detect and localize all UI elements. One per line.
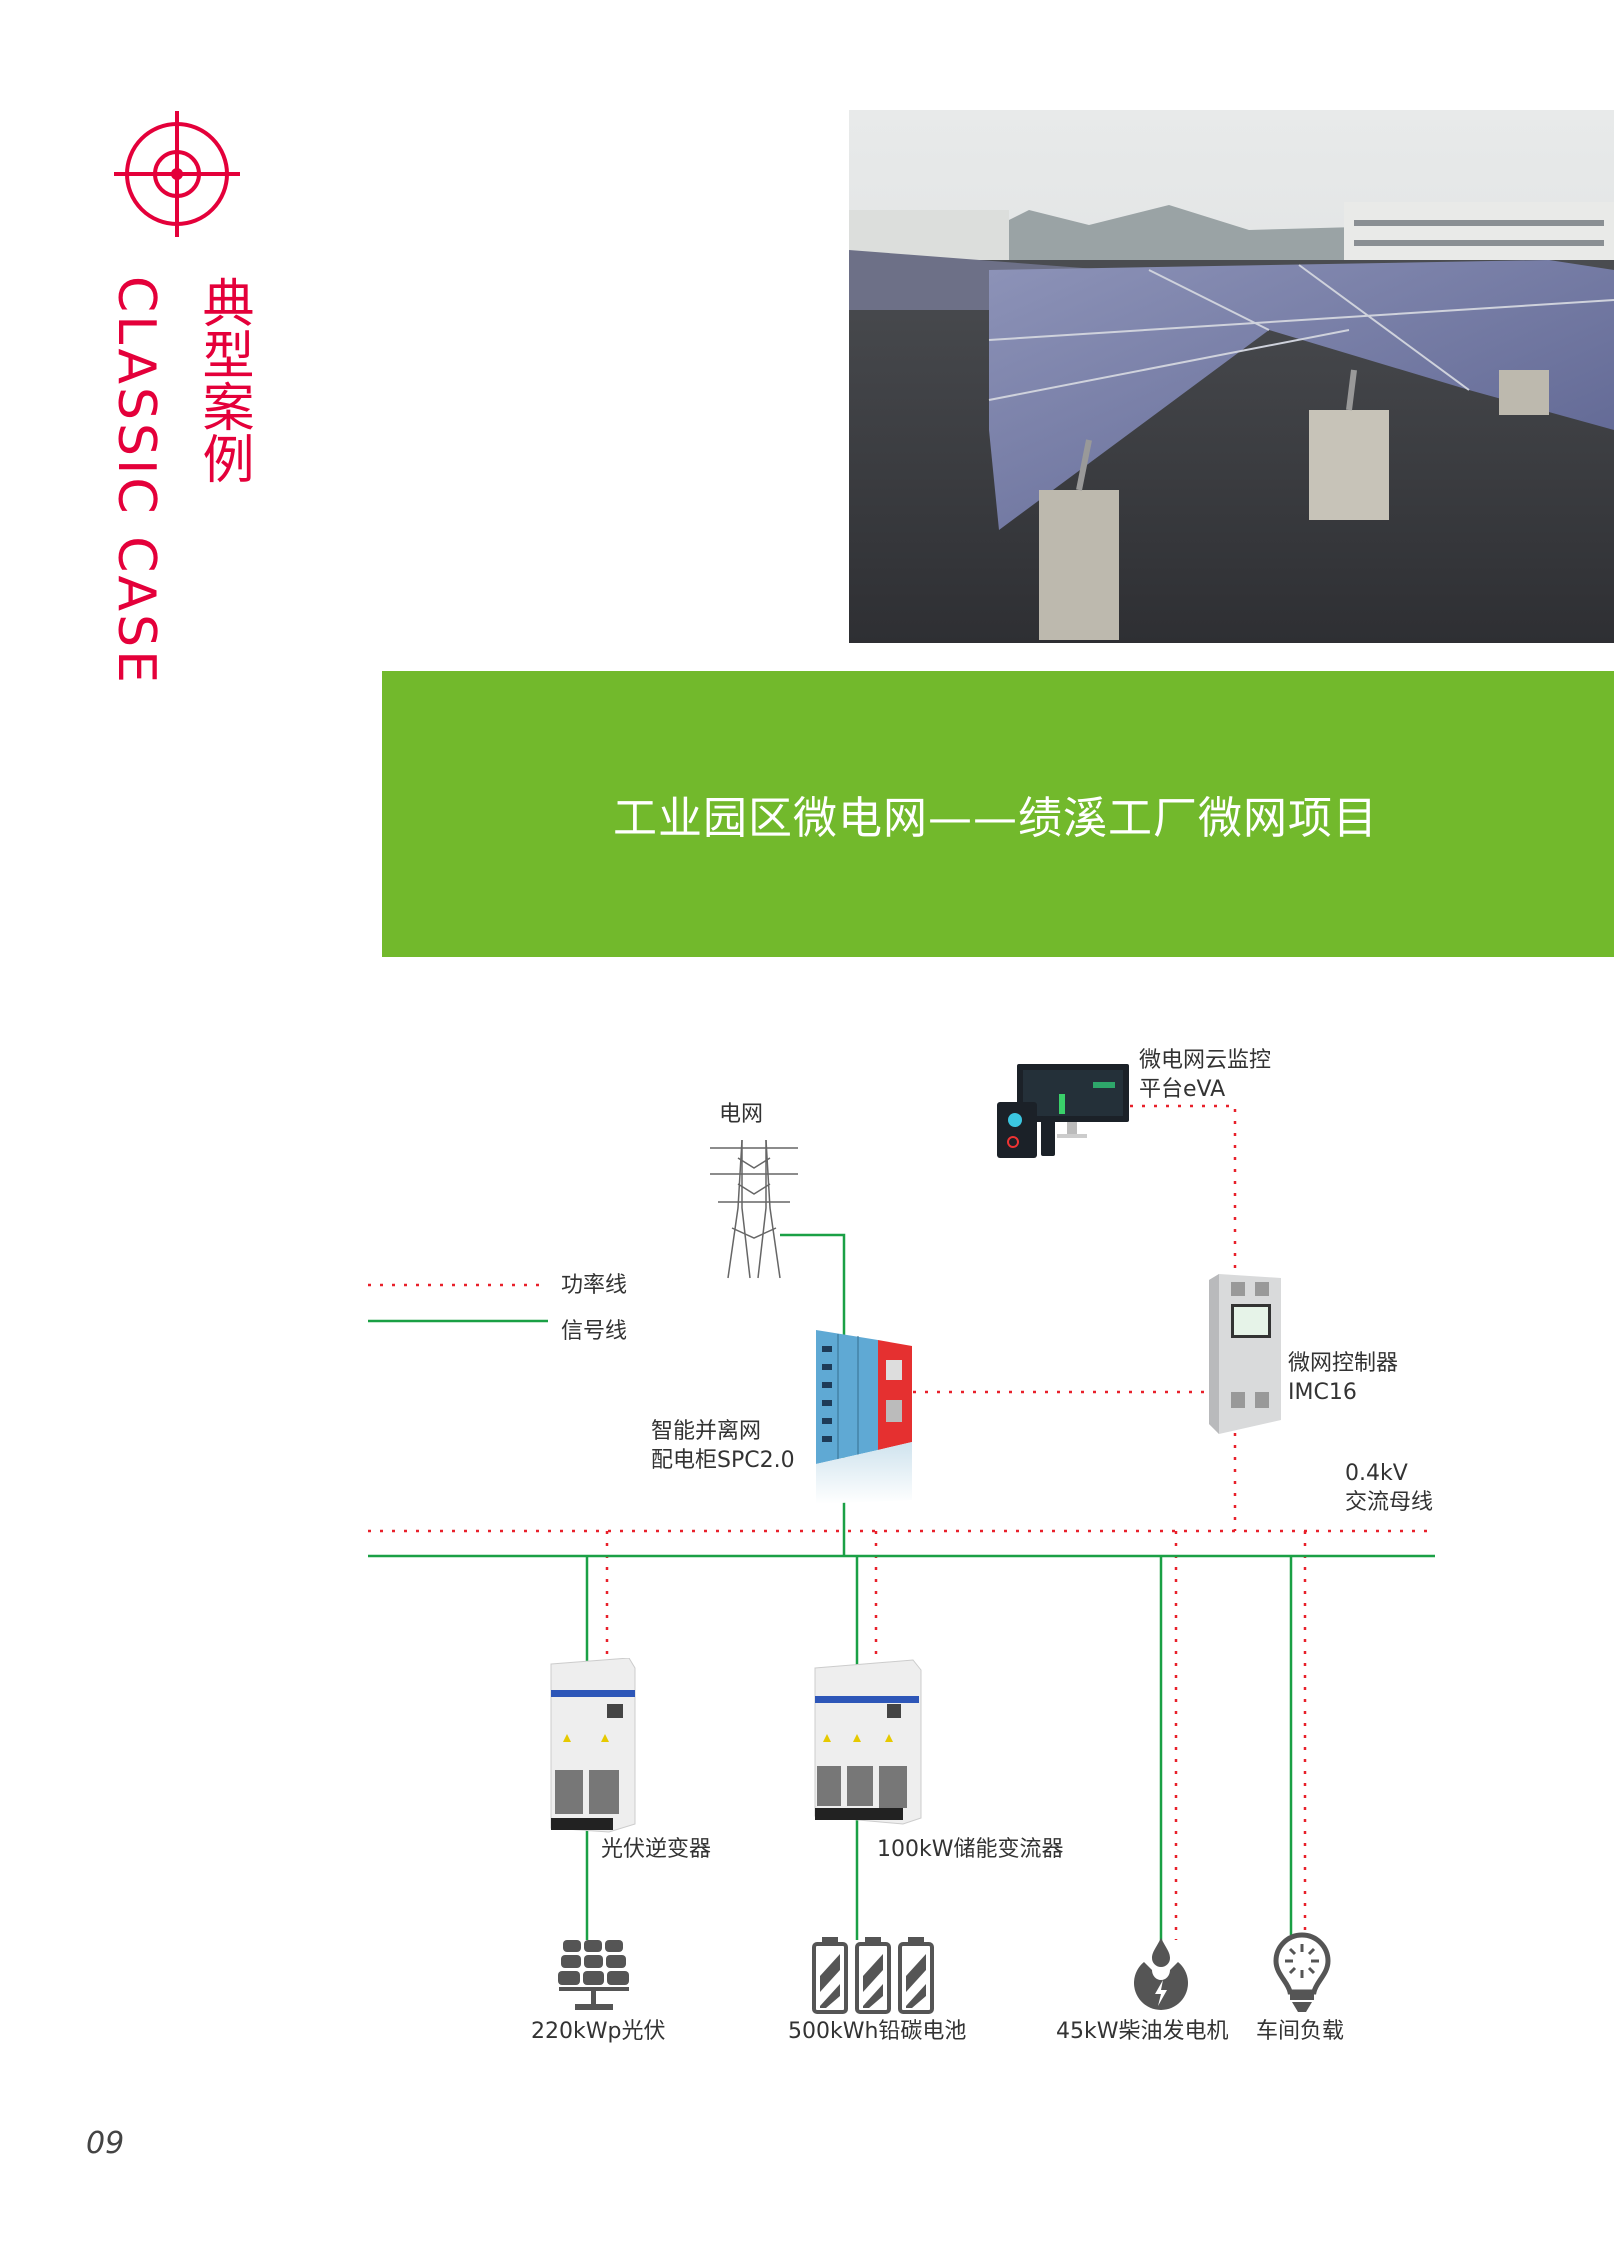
system-diagram-lines bbox=[368, 1104, 1435, 1945]
controller-label-line2: IMC16 bbox=[1288, 1380, 1357, 1405]
project-title-banner: 工业园区微电网——绩溪工厂微网项目 bbox=[382, 671, 1614, 957]
generator-label: 45kW柴油发电机 bbox=[1056, 2019, 1229, 2044]
project-title: 工业园区微电网——绩溪工厂微网项目 bbox=[613, 793, 1378, 844]
microgrid-controller-image bbox=[1209, 1274, 1281, 1434]
battery-icon bbox=[812, 1937, 934, 2014]
switch-cabinet-image bbox=[816, 1330, 912, 1504]
controller-label: 微网控制器 IMC16 bbox=[1288, 1349, 1398, 1407]
section-title-cn: 典型案例 bbox=[193, 276, 253, 484]
pcs-label: 100kW储能变流器 bbox=[877, 1837, 1064, 1862]
bus-label-name: 交流母线 bbox=[1345, 1490, 1434, 1515]
switch-cabinet-label-line1: 智能并离网 bbox=[651, 1419, 762, 1444]
light-bulb-icon bbox=[1273, 1932, 1331, 2012]
pv-inverter-image bbox=[550, 1658, 636, 1833]
battery-label: 500kWh铅碳电池 bbox=[788, 2019, 967, 2044]
legend-power-label: 功率线 bbox=[561, 1273, 628, 1298]
rooftop-solar-photo bbox=[849, 110, 1614, 643]
diesel-generator-icon bbox=[1134, 1938, 1188, 2010]
pcs-image bbox=[814, 1659, 922, 1825]
grid-label: 电网 bbox=[719, 1102, 764, 1127]
transmission-tower-icon bbox=[710, 1139, 798, 1279]
pv-inverter-label: 光伏逆变器 bbox=[601, 1837, 712, 1862]
pv-label: 220kWp光伏 bbox=[531, 2019, 666, 2044]
legend-signal-label: 信号线 bbox=[561, 1319, 628, 1344]
bus-label-voltage: 0.4kV bbox=[1345, 1461, 1408, 1486]
cloud-platform-label-line2: 平台eVA bbox=[1139, 1077, 1226, 1102]
bus-label: 0.4kV 交流母线 bbox=[1345, 1459, 1433, 1517]
controller-label-line1: 微网控制器 bbox=[1288, 1351, 1399, 1376]
target-icon bbox=[114, 111, 240, 237]
cloud-platform-label-line1: 微电网云监控 bbox=[1139, 1048, 1272, 1073]
cloud-platform-devices-icon bbox=[997, 1064, 1129, 1158]
section-title-en: CLASSIC CASE bbox=[106, 276, 166, 686]
switch-cabinet-label-line2: 配电柜SPC2.0 bbox=[651, 1448, 795, 1473]
page-number: 09 bbox=[86, 2126, 125, 2161]
switch-cabinet-label: 智能并离网 配电柜SPC2.0 bbox=[651, 1417, 795, 1475]
cloud-platform-label: 微电网云监控 平台eVA bbox=[1139, 1046, 1271, 1104]
load-label: 车间负载 bbox=[1256, 2019, 1345, 2044]
solar-panel-icon bbox=[558, 1940, 629, 2010]
